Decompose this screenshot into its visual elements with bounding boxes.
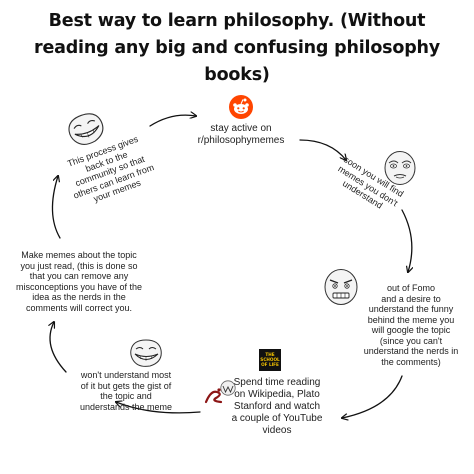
step-6-line-1: Make memes about the topic: [21, 250, 137, 260]
step-3-line-4: behind the meme you: [367, 314, 455, 325]
title-line-3: books): [204, 65, 270, 85]
arrow-4-to-5: [116, 402, 201, 414]
step-3-line-6: (since you can't: [379, 335, 443, 346]
wikipedia-logo-icon: [220, 380, 236, 396]
title-line-1: Best way to learn philosophy. (Without: [48, 11, 426, 31]
school-logo-line-1: THE: [265, 352, 275, 357]
step-3-line-5: will google the topic: [371, 325, 451, 335]
step-1-line-2: r/philosophymemes: [197, 135, 285, 146]
arrow-5-to-6: [50, 322, 67, 373]
me-gusta-face-icon: [383, 150, 417, 186]
mad-face-icon: [323, 268, 359, 306]
step-5-line-4: understands the meme: [79, 401, 173, 412]
step-3-line-3: understand the funny: [368, 304, 454, 314]
step-1-text: stay active on r/philosophymemes: [176, 123, 306, 147]
step-4-text: Spend time reading on Wikipedia, Plato S…: [222, 377, 332, 437]
trollface-icon: [128, 338, 164, 368]
step-5-line-1: won't understand most: [80, 370, 172, 380]
step-6-text: Make memes about the topic you just read…: [4, 250, 154, 313]
step-5-line-3: the topic and: [100, 391, 152, 401]
step-4-line-3: Stanford and watch: [233, 401, 321, 412]
arrow-6-to-7: [51, 176, 61, 239]
step-6-line-6: comments will correct you.: [25, 302, 133, 313]
step-4-line-2: on Wikipedia, Plato: [234, 389, 320, 400]
step-3-line-7: understand the nerds in: [363, 346, 459, 356]
step-6-line-3: that you can remove any: [29, 271, 129, 281]
school-logo-line-3: OF LIFE: [261, 362, 279, 367]
school-of-life-logo-icon: THE SCHOOL OF LIFE: [259, 349, 281, 371]
step-5-line-2: of it but gets the gist of: [80, 380, 172, 391]
diagram-title: Best way to learn philosophy. (Without r…: [0, 8, 474, 89]
arrow-2-to-3: [401, 209, 412, 272]
title-line-2: reading any big and confusing philosophy: [34, 38, 440, 58]
step-3-line-8: the comments): [381, 356, 441, 367]
step-4-line-4: a couple of YouTube: [231, 413, 323, 424]
arrow-1-to-2: [299, 139, 346, 160]
step-6-line-4: misconceptions you have of the: [15, 281, 143, 292]
step-5-text: won't understand most of it but gets the…: [66, 370, 186, 412]
step-6-line-2: you just read, (this is done so: [20, 260, 138, 271]
step-4-line-1: Spend time reading: [233, 377, 321, 388]
step-3-text: out of Fomo and a desire to understand t…: [352, 283, 470, 367]
step-3-line-2: and a desire to: [381, 293, 441, 304]
step-4-line-5: videos: [262, 425, 292, 436]
reddit-logo-icon: [229, 95, 253, 119]
step-6-line-5: idea as the nerds in the: [32, 292, 126, 302]
step-3-line-1: out of Fomo: [386, 283, 436, 293]
step-1-line-1: stay active on: [210, 123, 272, 134]
trollface-icon: [61, 106, 110, 152]
school-logo-line-2: SCHOOL: [260, 357, 280, 362]
stanford-encyclopedia-logo-icon: [203, 386, 227, 406]
arrow-7-to-1: [149, 115, 196, 127]
arrow-3-to-4: [342, 375, 403, 418]
